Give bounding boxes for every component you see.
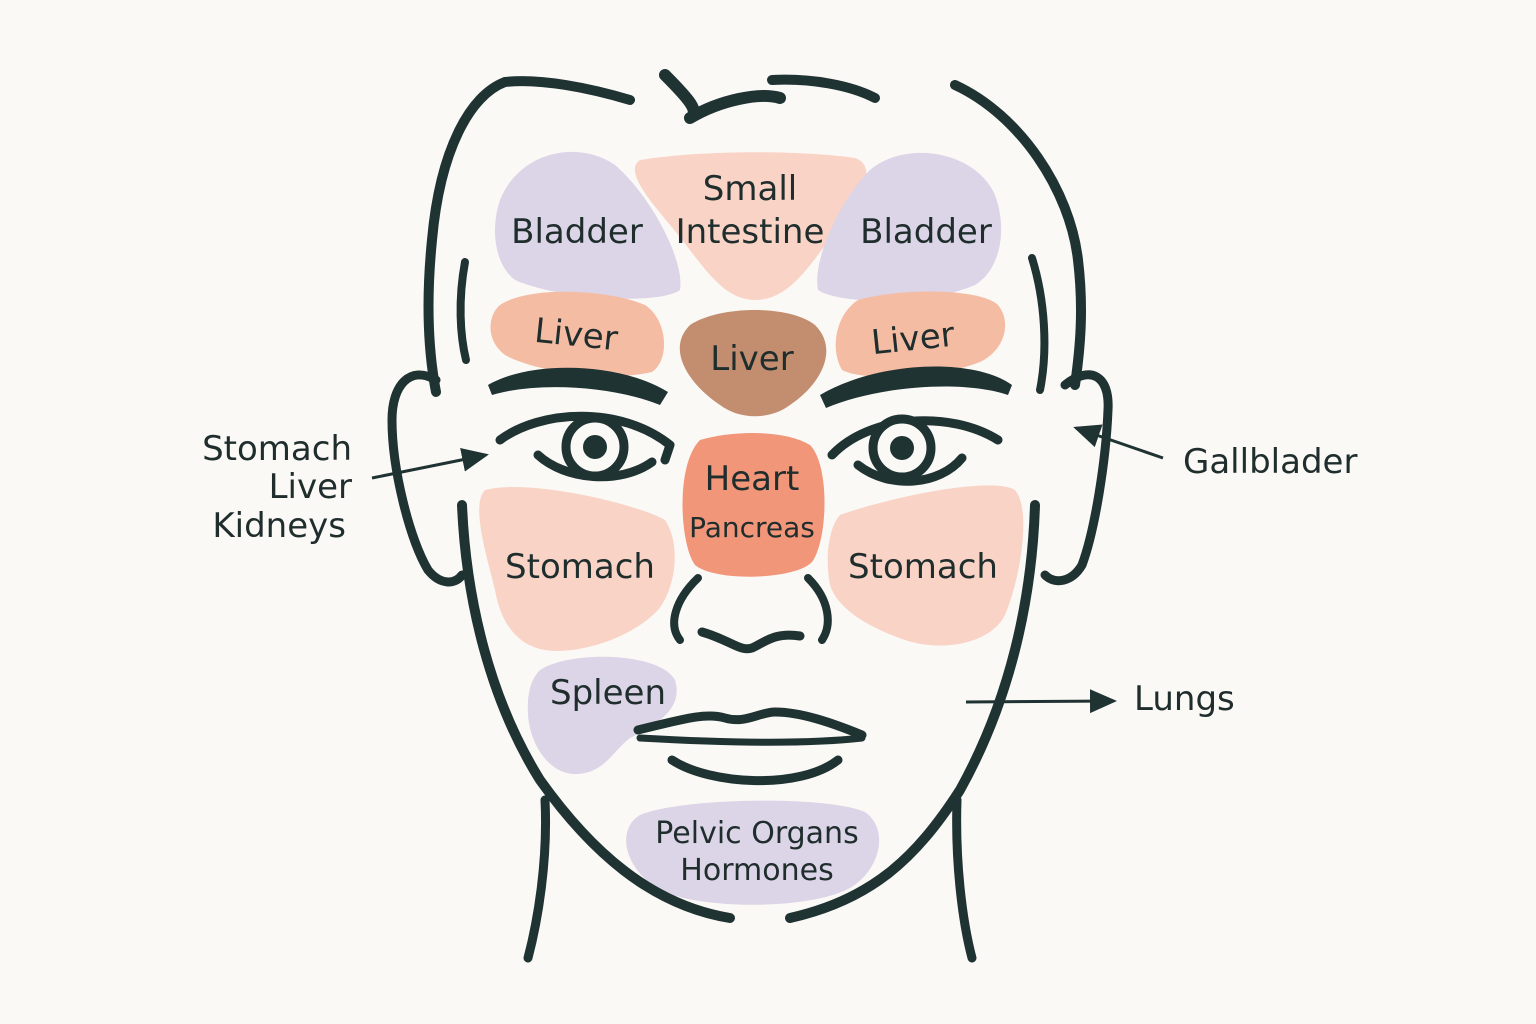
left-jaw-line <box>457 500 735 923</box>
label-center-liver: Liver <box>710 339 793 379</box>
right-eyebrow <box>820 366 1012 408</box>
label-small-intestine-line2: Intestine <box>676 212 825 252</box>
zone-small-intestine <box>634 152 867 300</box>
zone-labels: Bladder Small Intestine Bladder Liver Li… <box>505 169 998 888</box>
hair-strand-left <box>500 76 635 105</box>
face-outline <box>387 69 1113 963</box>
zone-left-stomach <box>479 487 675 651</box>
callout-lungs: Lungs <box>1134 679 1235 719</box>
callout-lungs-arrow <box>965 689 1117 714</box>
head-left-outline <box>423 77 510 397</box>
zone-pelvic-hormones <box>626 800 880 905</box>
zone-heart-pancreas <box>682 433 825 577</box>
label-spleen: Spleen <box>550 673 666 713</box>
left-eyebrow <box>488 367 668 405</box>
callout-gallbladder: Gallblader <box>1183 442 1357 482</box>
temple-right-line <box>1028 254 1049 394</box>
neck-left <box>523 795 551 963</box>
lip-line <box>636 734 866 746</box>
temple-left-line <box>456 258 470 364</box>
label-pancreas: Pancreas <box>689 511 815 544</box>
upper-lip <box>633 707 867 740</box>
label-left-stomach: Stomach <box>505 547 655 587</box>
left-ear <box>387 370 467 587</box>
right-eye-lower-lid <box>853 453 967 486</box>
label-heart: Heart <box>705 459 800 499</box>
zone-spleen <box>527 656 677 775</box>
label-hormones: Hormones <box>680 853 833 888</box>
zone-right-liver <box>835 291 1006 377</box>
label-right-liver: Liver <box>869 315 956 364</box>
zone-center-liver <box>679 310 827 417</box>
callout-gallbladder-arrow <box>1073 424 1164 460</box>
head-right-outline <box>950 80 1086 390</box>
right-pupil <box>890 436 914 460</box>
zone-left-bladder <box>495 151 681 299</box>
zone-left-liver <box>490 291 665 376</box>
nose-right <box>804 574 832 644</box>
hair-strand-right <box>767 74 880 103</box>
zone-right-stomach <box>827 485 1024 646</box>
right-ear <box>1040 370 1113 586</box>
label-right-stomach: Stomach <box>848 547 998 587</box>
label-left-liver: Liver <box>533 311 620 360</box>
nose-left <box>670 574 702 644</box>
label-right-bladder: Bladder <box>860 212 992 252</box>
label-left-bladder: Bladder <box>511 212 643 252</box>
callout-left-arrow <box>371 447 489 480</box>
hair-strand-center <box>659 69 786 124</box>
callout-liver: Liver <box>269 467 352 507</box>
right-jaw-line <box>785 500 1040 923</box>
zone-right-bladder <box>817 152 1002 301</box>
callouts: Stomach Liver Kidneys Gallblader Lungs <box>202 424 1357 719</box>
nose-base <box>697 627 805 654</box>
lower-lip <box>667 755 843 786</box>
label-small-intestine-line1: Small <box>703 169 797 209</box>
zones <box>479 151 1024 905</box>
callout-stomach: Stomach <box>202 429 352 469</box>
neck-right <box>952 795 977 963</box>
label-pelvic-organs: Pelvic Organs <box>655 816 858 851</box>
callout-kidneys: Kidneys <box>212 506 346 546</box>
left-pupil <box>583 435 607 459</box>
